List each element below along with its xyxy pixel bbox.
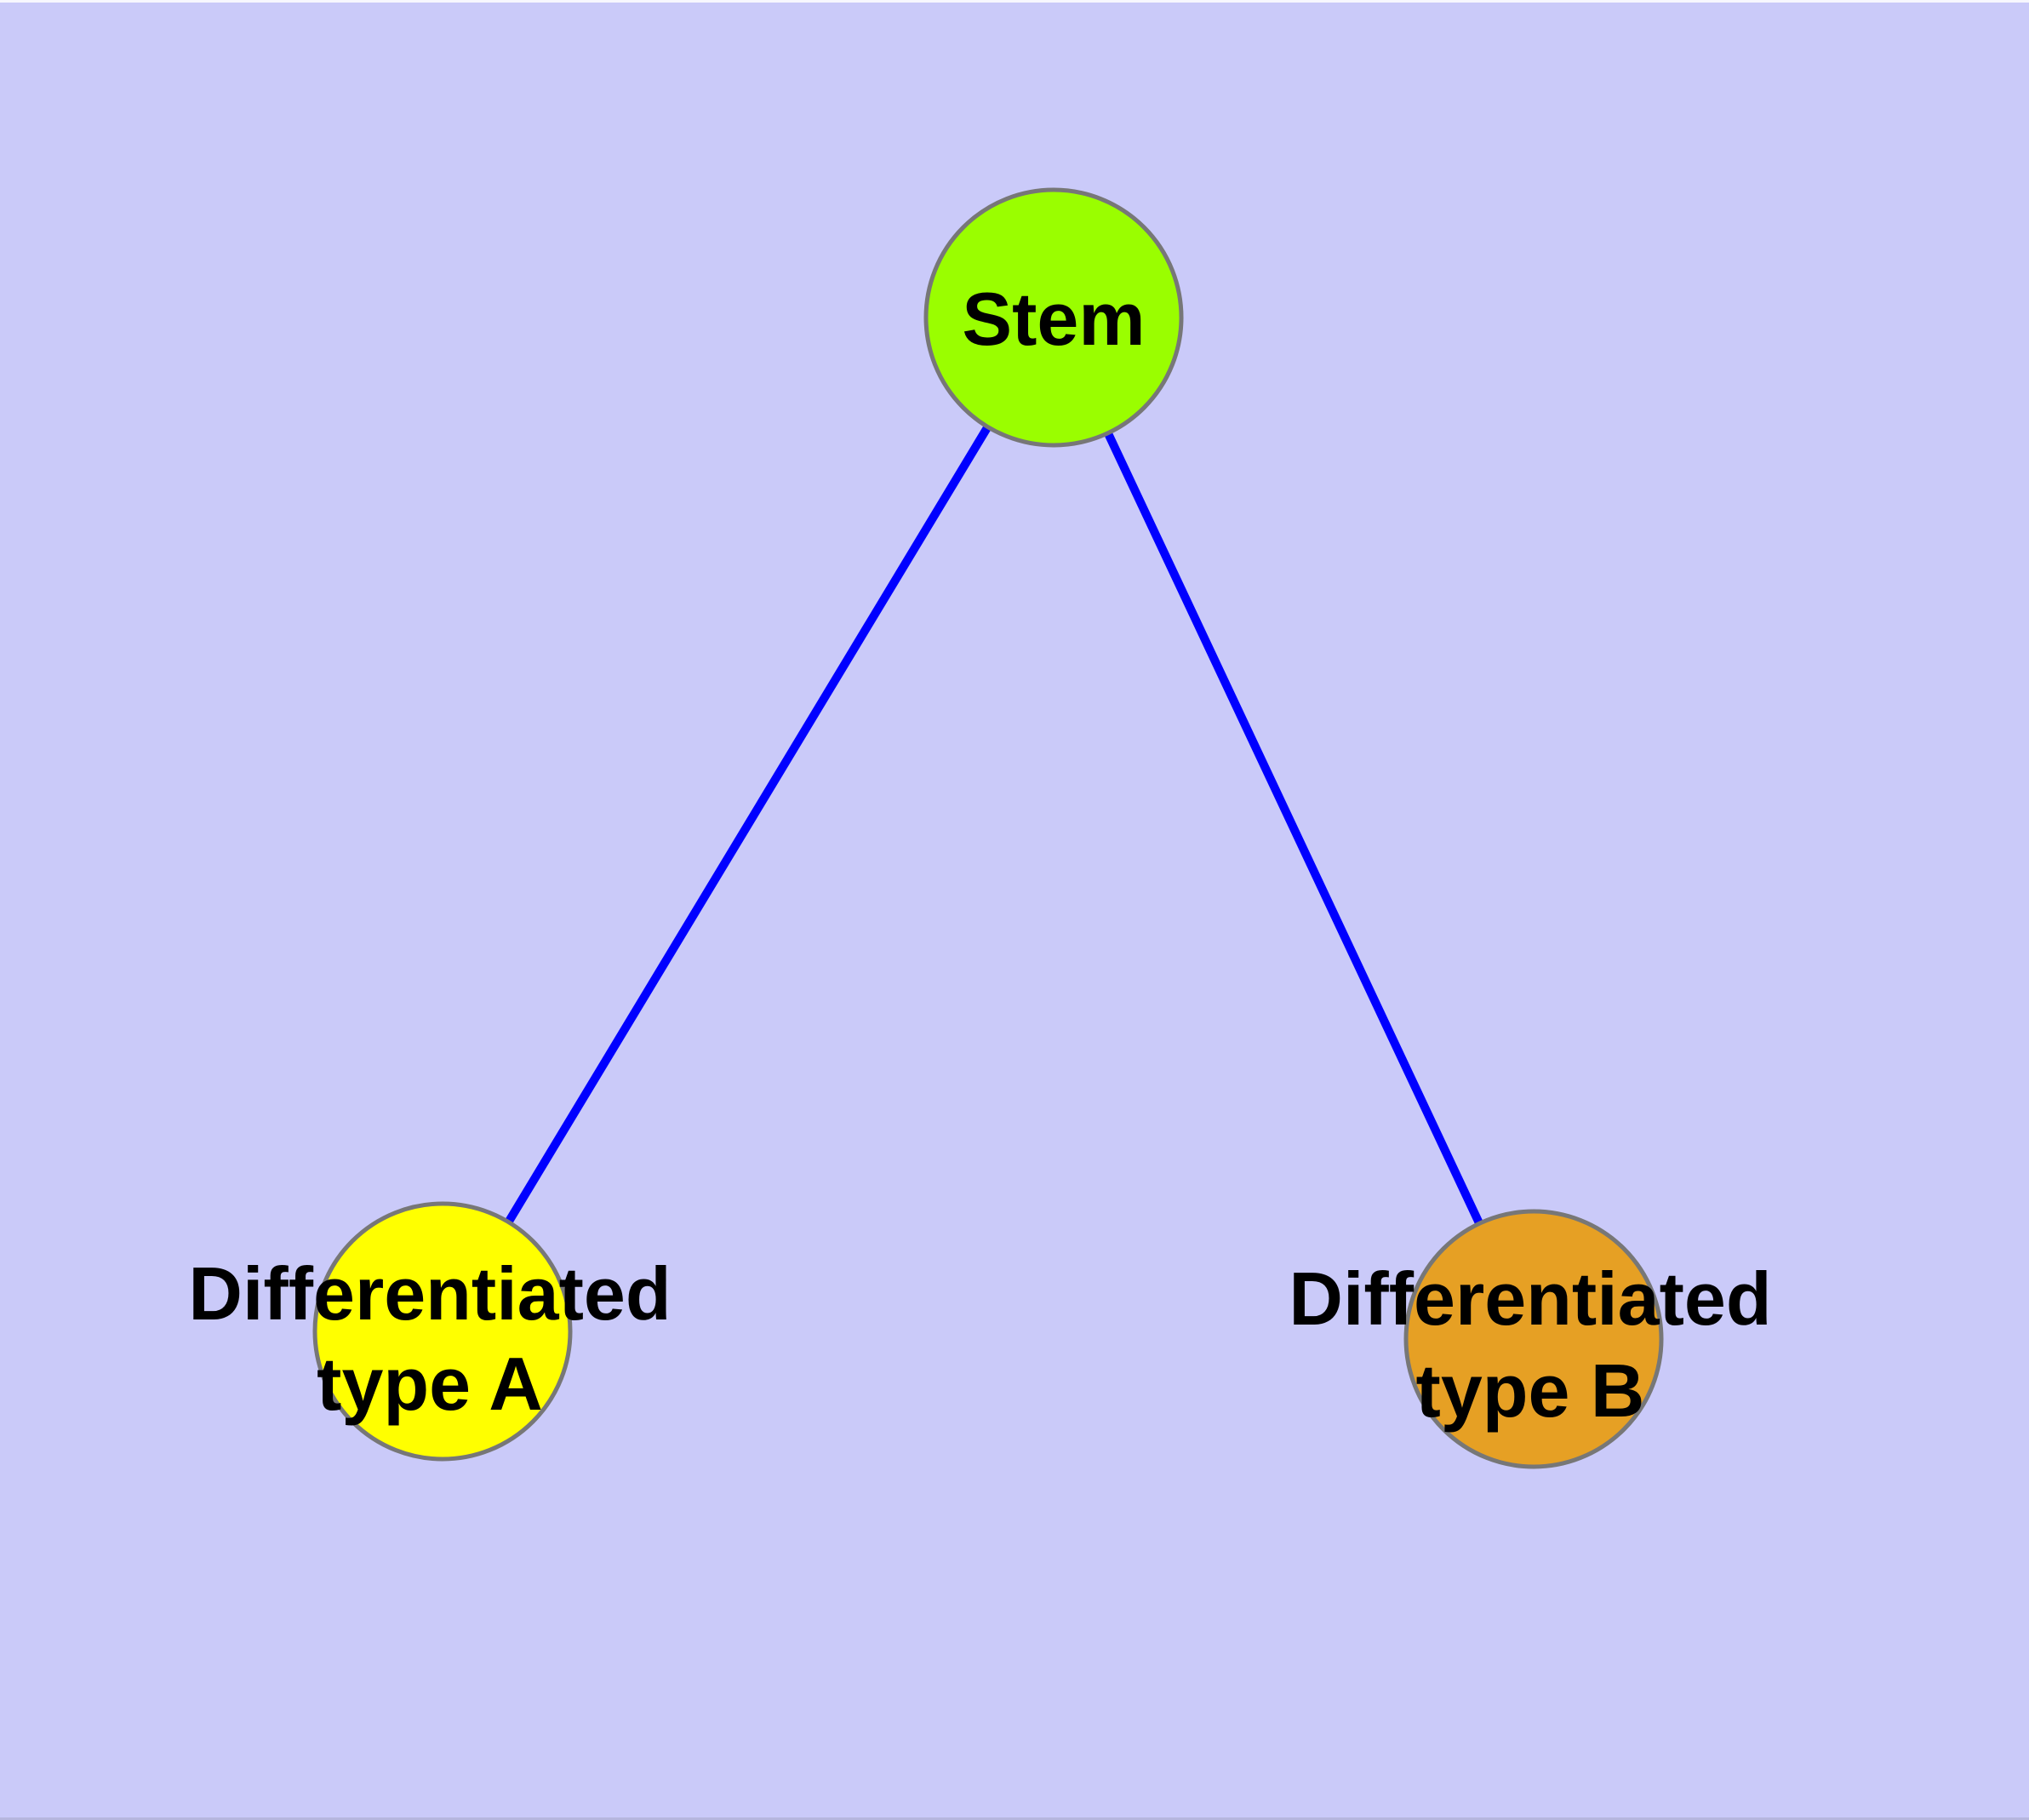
node-stem-label: Stem xyxy=(962,277,1145,361)
node-differentiated-type-b xyxy=(1403,1209,1664,1469)
node-type-b-label-line1: Differentiated xyxy=(1289,1256,1771,1341)
node-differentiated-type-a xyxy=(312,1201,573,1462)
node-stem xyxy=(923,187,1184,448)
top-frame-line xyxy=(0,0,2029,3)
node-type-b-label-line2: type B xyxy=(1416,1348,1645,1433)
edge-stem-to-type-b xyxy=(1049,315,1538,1342)
node-type-a-label-line1: Differentiated xyxy=(188,1251,671,1336)
bottom-frame-line xyxy=(0,1817,2029,1820)
node-type-a-label-line2: type A xyxy=(317,1342,543,1426)
edge-stem-to-type-a xyxy=(438,315,1058,1334)
